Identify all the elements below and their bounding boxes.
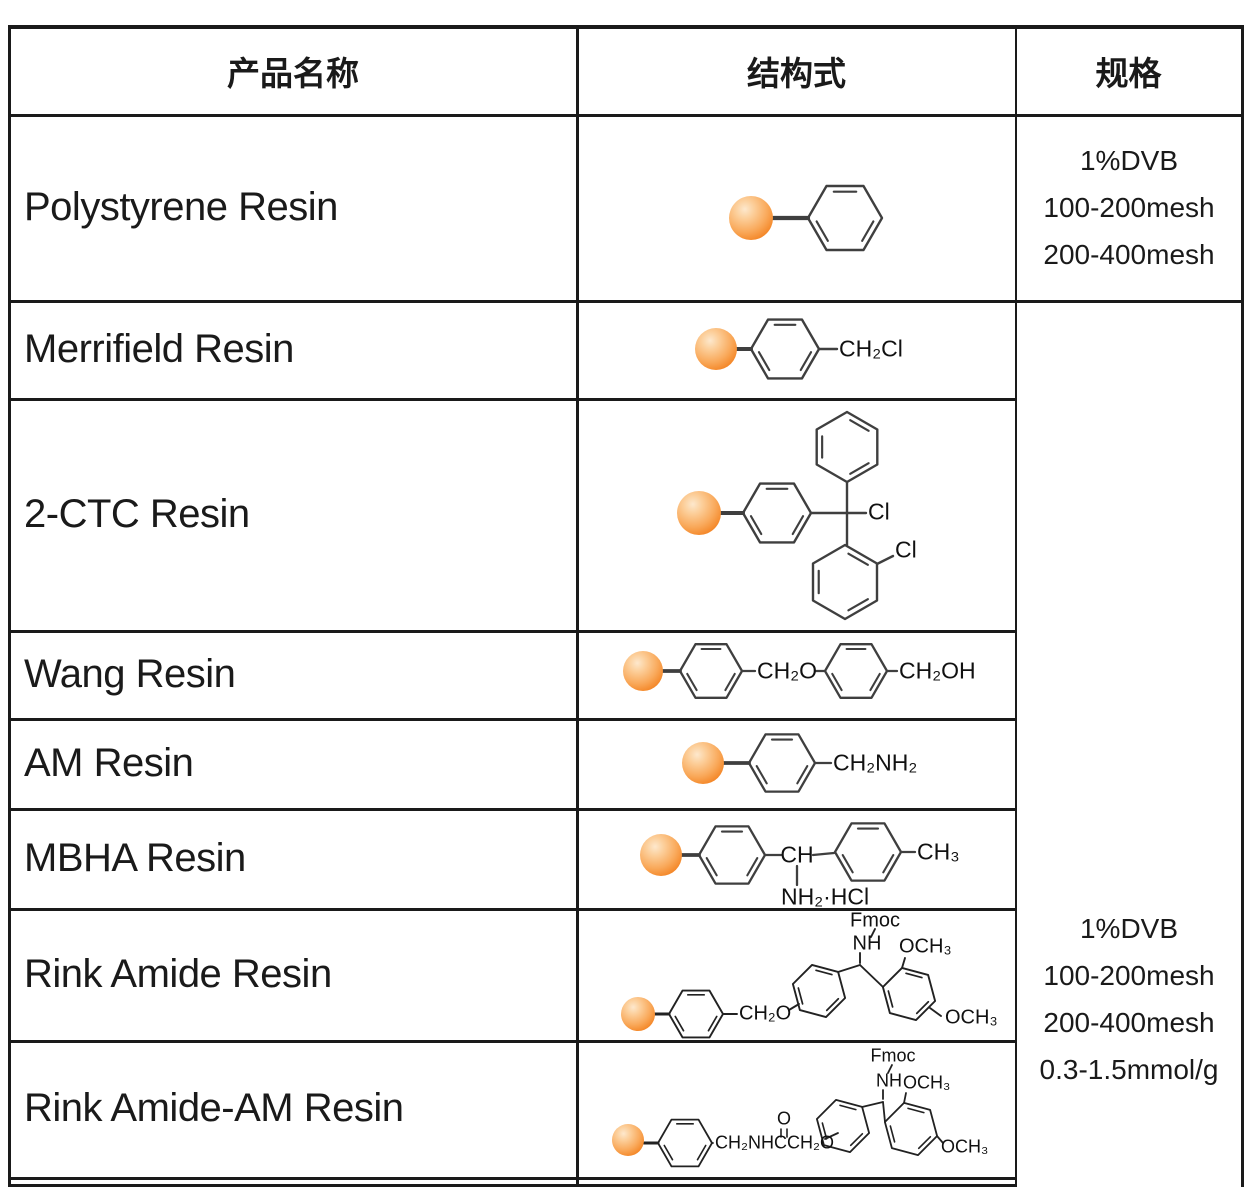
chem-label: OCH₃ bbox=[903, 1072, 951, 1093]
product-name: 2-CTC Resin bbox=[24, 491, 250, 536]
chem-label: NH bbox=[852, 932, 882, 955]
row-am-name: AM Resin bbox=[10, 718, 590, 808]
row-mbha-name: MBHA Resin bbox=[10, 808, 590, 908]
resin-bead-icon bbox=[695, 328, 737, 370]
benzene-ring-drawing bbox=[719, 410, 895, 621]
chem-label: CH₂NHCCH₂O bbox=[715, 1132, 834, 1153]
product-name: Polystyrene Resin bbox=[24, 185, 338, 229]
spec-line: 200-400mesh bbox=[1043, 239, 1215, 270]
spec-merged-block: 1%DVB 100-200mesh 200-400mesh 0.3-1.5mmo… bbox=[1017, 905, 1241, 1093]
chem-label: OCH₃ bbox=[945, 1006, 998, 1029]
chem-label: CH₃ bbox=[917, 838, 960, 865]
resin-bead-icon bbox=[677, 491, 721, 535]
table-border bbox=[8, 114, 1244, 117]
header-product-name-label: 产品名称 bbox=[227, 55, 359, 92]
header-spec-label: 规格 bbox=[1095, 55, 1162, 92]
chem-label: CH₂Cl bbox=[839, 335, 903, 362]
table-border bbox=[8, 718, 1017, 721]
table-border bbox=[1014, 25, 1017, 1187]
structure-mbha: CH CH₃ NH₂·HCl bbox=[581, 808, 1013, 910]
chem-label: CH bbox=[780, 841, 814, 868]
structure-merrifield: CH₂Cl bbox=[581, 300, 1013, 398]
chem-label: CH₂NH₂ bbox=[833, 749, 918, 776]
row-rinkamideam-name: Rink Amide-AM Resin bbox=[10, 1040, 590, 1177]
structure-rink-amide-am: CH₂NHCCH₂O O Fmoc NH OCH₃ OCH₃ bbox=[581, 1040, 1013, 1177]
structure-am: CH₂NH₂ bbox=[581, 718, 1013, 808]
chem-label: Cl bbox=[895, 536, 917, 563]
benzene-ring-drawing bbox=[735, 318, 839, 380]
header-product-name: 产品名称 bbox=[8, 28, 578, 114]
chem-label: NH₂·HCl bbox=[781, 883, 870, 910]
spec-line: 1%DVB bbox=[1079, 913, 1179, 944]
chem-label: OCH₃ bbox=[899, 935, 952, 958]
table-border bbox=[576, 25, 579, 1187]
table-border bbox=[8, 398, 1017, 401]
benzene-ring-drawing bbox=[661, 643, 899, 699]
resin-bead-icon bbox=[623, 651, 663, 691]
table-border bbox=[8, 908, 1017, 911]
spec-line: 200-400mesh bbox=[1043, 1007, 1215, 1038]
row-rinkamide-name: Rink Amide Resin bbox=[10, 908, 590, 1040]
chem-label: OCH₃ bbox=[941, 1136, 989, 1157]
product-name: AM Resin bbox=[24, 740, 194, 785]
product-name: MBHA Resin bbox=[24, 835, 246, 880]
table-border bbox=[8, 808, 1017, 811]
table-border bbox=[8, 1177, 1017, 1180]
structure-rink-amide: CH₂O Fmoc NH OCH₃ OCH₃ bbox=[581, 908, 1013, 1040]
structure-2ctc: Cl Cl bbox=[581, 398, 1013, 630]
chem-label: NH bbox=[876, 1070, 902, 1091]
product-name: Rink Amide Resin bbox=[24, 951, 332, 996]
table-border bbox=[8, 630, 1017, 633]
chem-label: Fmoc bbox=[870, 1045, 916, 1066]
header-structure: 结构式 bbox=[578, 28, 1015, 114]
benzene-ring-drawing bbox=[642, 1064, 944, 1168]
header-spec: 规格 bbox=[1015, 28, 1242, 114]
product-name: Rink Amide-AM Resin bbox=[24, 1086, 404, 1130]
table-border bbox=[1241, 25, 1244, 1187]
spec-cell-polystyrene: 1%DVB 100-200mesh 200-400mesh bbox=[1017, 117, 1241, 320]
table-border bbox=[8, 300, 1244, 303]
benzene-ring-drawing bbox=[680, 822, 917, 887]
resin-bead-icon bbox=[729, 196, 773, 240]
resin-bead-icon bbox=[640, 834, 682, 876]
row-2ctc-name: 2-CTC Resin bbox=[10, 398, 590, 630]
resin-bead-icon bbox=[612, 1124, 644, 1156]
header-structure-label: 结构式 bbox=[747, 55, 846, 92]
benzene-ring-drawing bbox=[653, 928, 942, 1039]
spec-cell-merged: 1%DVB 100-200mesh 200-400mesh 0.3-1.5mmo… bbox=[1017, 302, 1241, 1187]
chem-label: Cl bbox=[868, 498, 890, 525]
product-name: Merrifield Resin bbox=[24, 326, 294, 371]
table-border bbox=[8, 1040, 1017, 1043]
chem-label: CH₂O bbox=[739, 1002, 792, 1025]
chem-label: CH₂OH bbox=[899, 657, 976, 684]
spec-line: 100-200mesh bbox=[1043, 960, 1215, 991]
row-wang-name: Wang Resin bbox=[10, 630, 590, 718]
row-merrifield-name: Merrifield Resin bbox=[10, 300, 590, 398]
benzene-ring-drawing bbox=[722, 733, 833, 793]
product-name: Wang Resin bbox=[24, 651, 236, 696]
row-polystyrene-name: Polystyrene Resin bbox=[10, 115, 590, 300]
resin-bead-icon bbox=[621, 997, 655, 1031]
chem-label: Fmoc bbox=[850, 909, 900, 932]
table-border bbox=[8, 25, 1244, 29]
table-border bbox=[8, 1184, 1017, 1187]
table-border bbox=[8, 25, 11, 1187]
chem-label: O bbox=[776, 1108, 792, 1129]
resin-bead-icon bbox=[682, 742, 724, 784]
spec-line: 1%DVB bbox=[1079, 145, 1179, 176]
chem-label: CH₂O bbox=[757, 657, 818, 684]
spec-line: 0.3-1.5mmol/g bbox=[1039, 1054, 1219, 1085]
benzene-ring-drawing bbox=[770, 184, 884, 252]
structure-wang: CH₂O CH₂OH bbox=[581, 630, 1013, 718]
structure-polystyrene bbox=[581, 115, 1013, 300]
spec-line: 100-200mesh bbox=[1043, 192, 1215, 223]
